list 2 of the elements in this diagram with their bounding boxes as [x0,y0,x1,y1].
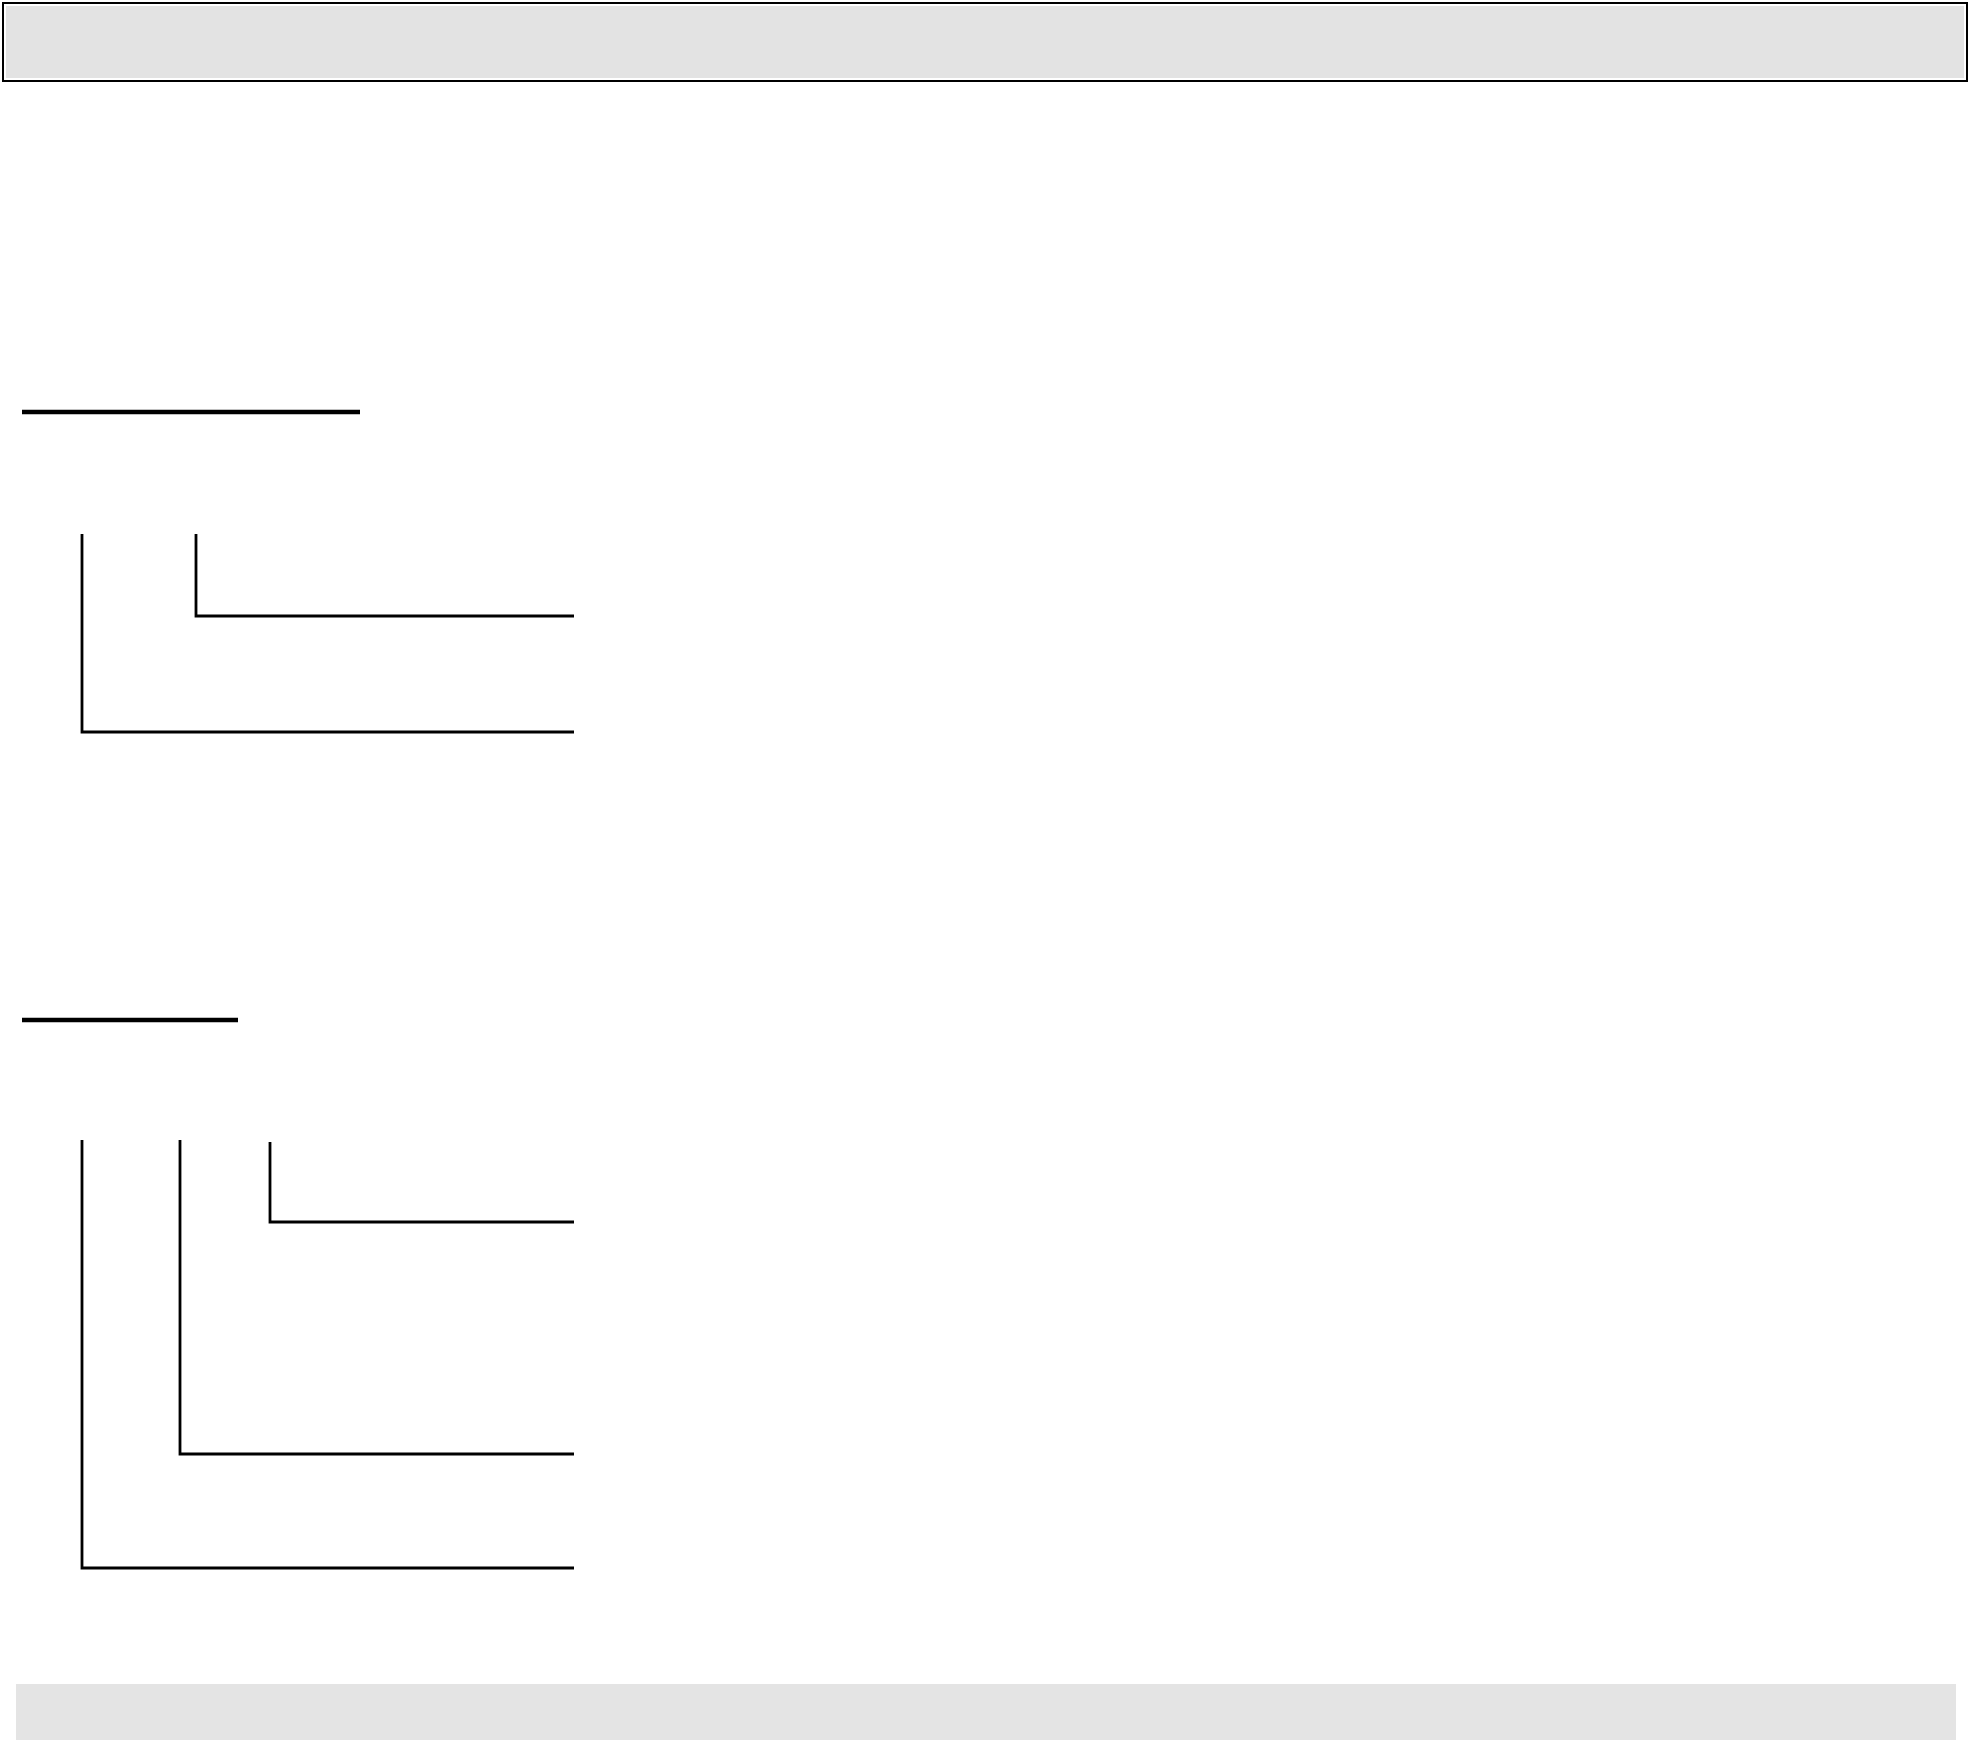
header-bar [2,2,1968,82]
footer-bar [16,1684,1956,1740]
